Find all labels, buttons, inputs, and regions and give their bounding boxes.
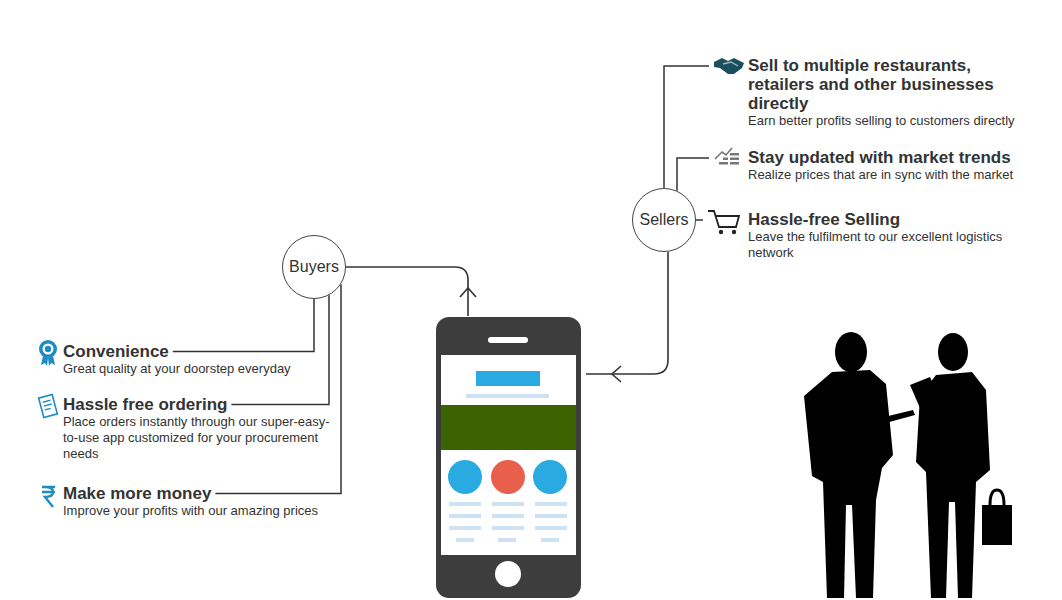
- arrow-head: [612, 366, 621, 382]
- benefit-heading: Make more money: [63, 484, 211, 503]
- medal-icon: [36, 339, 60, 369]
- benefit-heading: Convenience: [63, 342, 169, 361]
- doc-icon: [36, 392, 60, 422]
- briefcase: [982, 505, 1012, 545]
- sellers-to-phone-line: [586, 252, 668, 374]
- benefit-item: Hassle free orderingPlace orders instant…: [36, 395, 335, 462]
- role-circle: Sellers: [632, 188, 696, 252]
- benefit-heading: Hassle-free Selling: [748, 210, 900, 229]
- benefit-description: Improve your profits with our amazing pr…: [63, 503, 318, 519]
- man-head: [835, 332, 867, 372]
- phone-screen: [441, 355, 576, 555]
- benefit-item: Sell to multiple restaurants, retailers …: [712, 56, 1015, 129]
- rupee-icon: [36, 481, 60, 511]
- benefit-heading: Hassle free ordering: [63, 395, 227, 414]
- benefit-item: Stay updated with market trendsRealize p…: [712, 148, 1013, 183]
- leader-connector: [231, 295, 329, 404]
- phone: [436, 317, 581, 598]
- screen-banner: [441, 405, 576, 450]
- benefit-item: ConvenienceGreat quality at your doorste…: [36, 342, 291, 377]
- benefit-item: Hassle-free SellingLeave the fulfilment …: [706, 210, 1030, 261]
- leader-connector: [677, 158, 709, 191]
- cart-icon: [706, 207, 742, 237]
- buyers-to-phone-line: [346, 267, 468, 316]
- screen-dot: [533, 460, 567, 494]
- phone-speaker: [488, 337, 528, 343]
- benefit-heading: Stay updated with market trends: [748, 148, 1011, 167]
- screen-dot: [448, 460, 482, 494]
- people-silhouettes: [804, 332, 1012, 598]
- folder: [910, 377, 940, 408]
- screen-bar: [476, 371, 540, 386]
- tablet: [880, 410, 915, 424]
- leader-connector: [173, 299, 314, 352]
- benefit-description: Realize prices that are in sync with the…: [748, 167, 1013, 183]
- role-circle: Buyers: [282, 235, 346, 299]
- leader-connector: [215, 284, 341, 493]
- leader-connector: [664, 66, 709, 188]
- benefit-item: Make more moneyImprove your profits with…: [36, 484, 318, 519]
- phone-body: [436, 317, 581, 598]
- hand-icon: [712, 53, 746, 83]
- briefcase-handle: [990, 490, 1004, 505]
- benefit-description: Earn better profits selling to customers…: [748, 113, 1015, 129]
- benefit-heading: Sell to multiple restaurants, retailers …: [748, 56, 1010, 113]
- screen-lines: [449, 502, 567, 542]
- man-body: [804, 370, 893, 598]
- screen-line: [466, 394, 549, 398]
- screen-dot: [491, 460, 525, 494]
- arrow-head: [460, 288, 476, 297]
- circle-label: Sellers: [640, 211, 689, 229]
- chart-icon: [712, 145, 742, 175]
- home-button: [495, 561, 521, 587]
- woman-head: [938, 333, 968, 371]
- woman-body: [916, 372, 990, 598]
- circle-label: Buyers: [289, 258, 339, 276]
- benefit-description: Place orders instantly through our super…: [63, 414, 335, 462]
- leader-connector: [696, 219, 703, 221]
- benefit-description: Great quality at your doorstep everyday: [63, 361, 291, 377]
- benefit-description: Leave the fulfilment to our excellent lo…: [748, 229, 1030, 261]
